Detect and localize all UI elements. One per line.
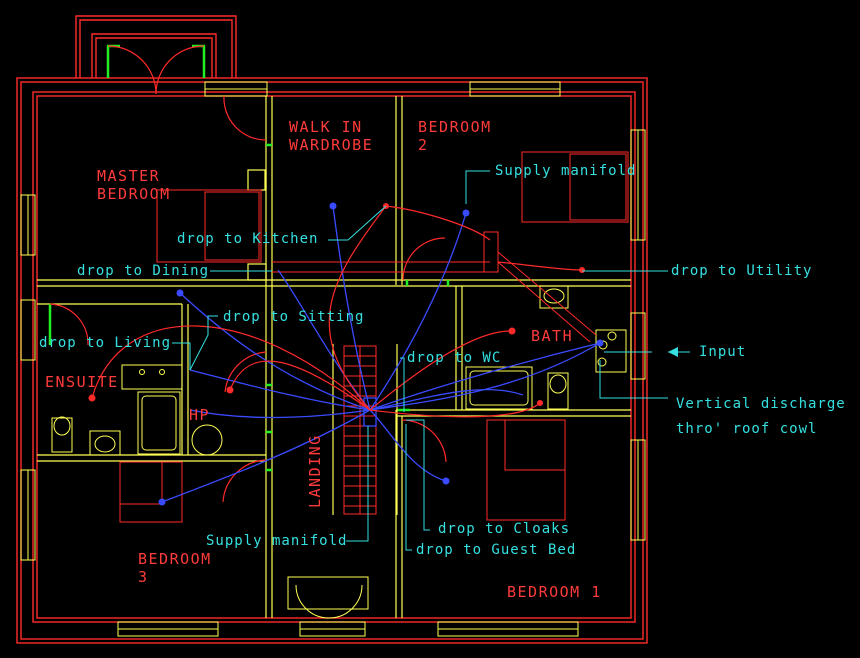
extract-ducts bbox=[91, 205, 583, 418]
supply-manifold-bottom-label: Supply manifold bbox=[206, 533, 348, 549]
internal-walls bbox=[37, 96, 631, 618]
landing-label: LANDING bbox=[306, 434, 324, 508]
bedroom-1-label: BEDROOM 1 bbox=[507, 583, 602, 601]
ensuite-label: ENSUITE bbox=[45, 373, 119, 391]
drop-wc-label: drop to WC bbox=[407, 350, 502, 366]
leader-lines bbox=[172, 170, 690, 551]
duct-channel bbox=[272, 231, 597, 343]
drop-kitchen-label: drop to Kitchen bbox=[177, 231, 319, 247]
beds bbox=[119, 151, 629, 523]
drop-utility-label: drop to Utility bbox=[671, 263, 813, 279]
windows bbox=[20, 81, 646, 637]
fixtures bbox=[51, 285, 627, 619]
drop-sitting-label: drop to Sitting bbox=[223, 309, 365, 325]
input-arrow bbox=[668, 347, 678, 357]
drop-guest-bed-label: drop to Guest Bed bbox=[416, 542, 577, 558]
stairs bbox=[343, 345, 377, 515]
drop-living-label: drop to Living bbox=[39, 335, 172, 351]
bath-label: BATH bbox=[531, 327, 574, 345]
supply-manifold-top-label: Supply manifold bbox=[495, 163, 637, 179]
extract-terminals bbox=[88, 203, 585, 406]
drop-cloaks-label: drop to Cloaks bbox=[438, 521, 571, 537]
hp-label: HP bbox=[189, 406, 211, 424]
supply-ducts bbox=[161, 205, 601, 503]
input-label: Input bbox=[699, 344, 747, 360]
supply-terminals bbox=[158, 202, 604, 506]
drop-dining-label: drop to Dining bbox=[77, 263, 210, 279]
